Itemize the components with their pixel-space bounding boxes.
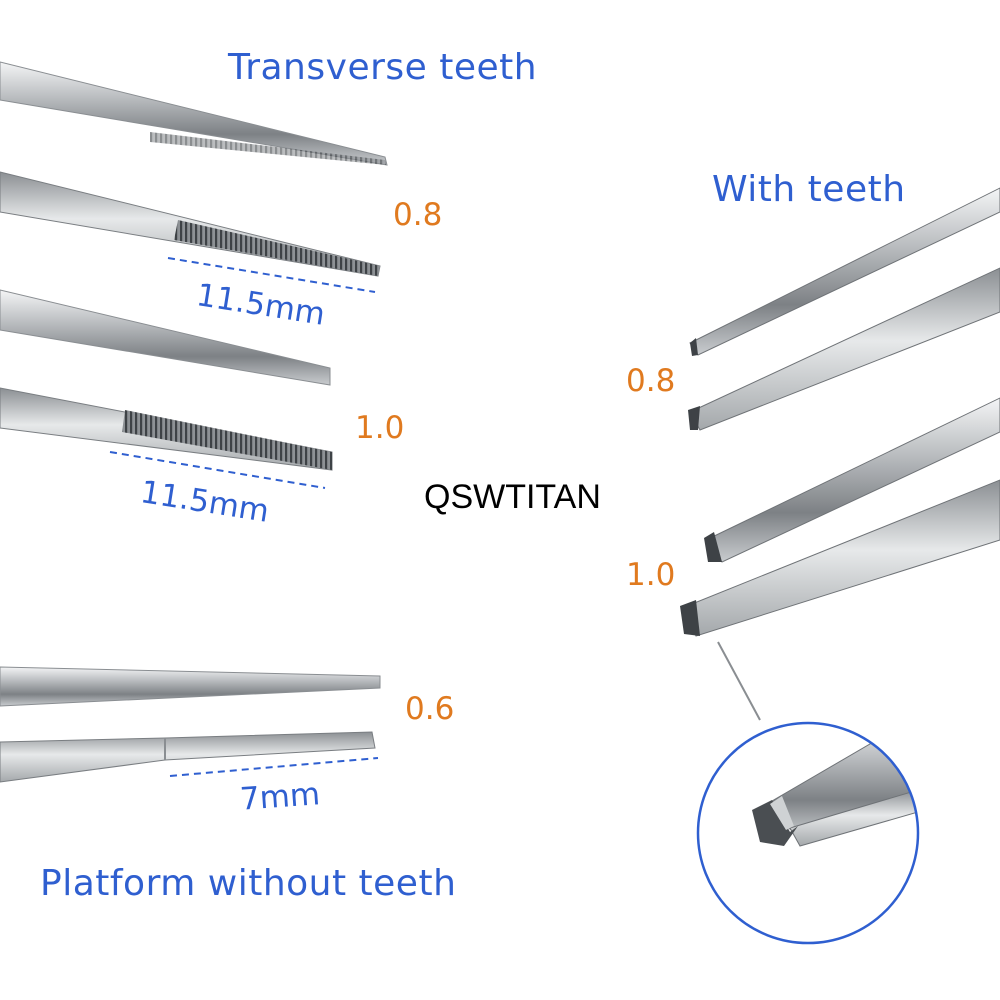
platform-upper-jaw — [0, 666, 381, 707]
size-label-0-8-left: 0.8 — [393, 197, 443, 233]
transverse-0-8-lower-jaw — [0, 171, 381, 277]
callout-line — [717, 641, 761, 721]
zoom-detail — [698, 723, 918, 943]
zoom-circle — [696, 721, 920, 945]
dimension-line-2 — [109, 451, 326, 489]
size-label-1-0-right: 1.0 — [626, 557, 676, 593]
transverse-1-0-upper-jaw — [0, 289, 331, 386]
platform-lower-jaw — [0, 731, 376, 783]
with-teeth-1-0-lower-jaw — [680, 479, 1000, 637]
dimension-label-3: 7mm — [238, 776, 322, 818]
size-label-0-8-right: 0.8 — [626, 363, 676, 399]
platform-title: Platform without teeth — [40, 863, 457, 904]
brand-watermark: QSWTITAN — [424, 478, 601, 516]
size-label-1-0-left: 1.0 — [355, 410, 405, 446]
with-teeth-title: With teeth — [712, 169, 906, 210]
with-teeth-0-8-lower-jaw — [688, 267, 1000, 431]
with-teeth-0-8-upper-jaw — [689, 187, 1000, 356]
dimension-line-3 — [169, 757, 379, 777]
dimension-line-1 — [167, 257, 376, 293]
transverse-teeth-title: Transverse teeth — [228, 47, 538, 88]
transverse-0-8-upper-jaw — [0, 61, 388, 166]
with-teeth-1-0-upper-jaw — [704, 397, 1000, 563]
transverse-1-0-lower-jaw — [0, 387, 333, 471]
size-label-0-6: 0.6 — [405, 691, 455, 727]
